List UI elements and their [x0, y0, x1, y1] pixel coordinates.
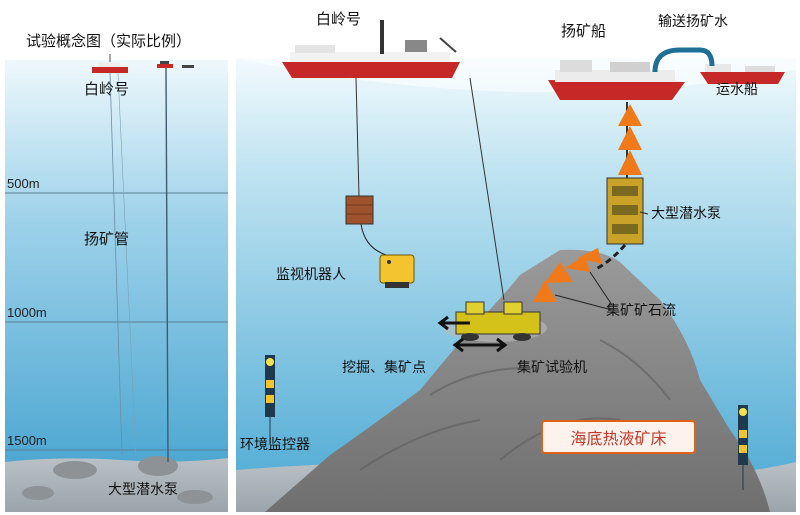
left-rock — [177, 490, 213, 504]
water-ship-label: 运水船 — [716, 83, 758, 97]
depth-label-1000: 1000m — [7, 306, 47, 319]
collector-machine-label: 集矿试验机 — [517, 361, 587, 375]
environment-monitor-label: 环境监控器 — [240, 438, 310, 452]
large-pump-icon — [607, 178, 643, 244]
left-rock — [53, 461, 97, 479]
hydrothermal-deposit-label: 海底热液矿床 — [541, 420, 696, 454]
monitoring-robot-label: 监视机器人 — [276, 268, 346, 282]
tms-cage-icon — [346, 196, 373, 224]
ore-flow-label: 集矿矿石流 — [606, 304, 676, 318]
dig-point-label: 挖掘、集矿点 — [342, 361, 426, 375]
depth-label-500: 500m — [7, 177, 40, 190]
left-rock — [22, 486, 54, 500]
monitoring-robot-icon — [380, 255, 414, 288]
depth-label-1500: 1500m — [7, 434, 47, 447]
mining-ship-label: 扬矿船 — [561, 24, 606, 39]
left-rock — [138, 456, 178, 476]
large-pump-label: 大型潜水泵 — [651, 207, 721, 221]
bailing-ship-label: 白岭号 — [316, 12, 361, 27]
left-pump-label: 大型潜水泵 — [108, 483, 178, 497]
main-panel — [236, 20, 796, 512]
left-panel-title: 试验概念图（实际比例） — [26, 34, 191, 49]
bailing-ship-icon — [282, 20, 460, 78]
left-ship-label: 白岭号 — [84, 82, 129, 97]
transport-water-label: 输送扬矿水 — [658, 15, 728, 29]
left-riser-label: 扬矿管 — [84, 232, 129, 247]
